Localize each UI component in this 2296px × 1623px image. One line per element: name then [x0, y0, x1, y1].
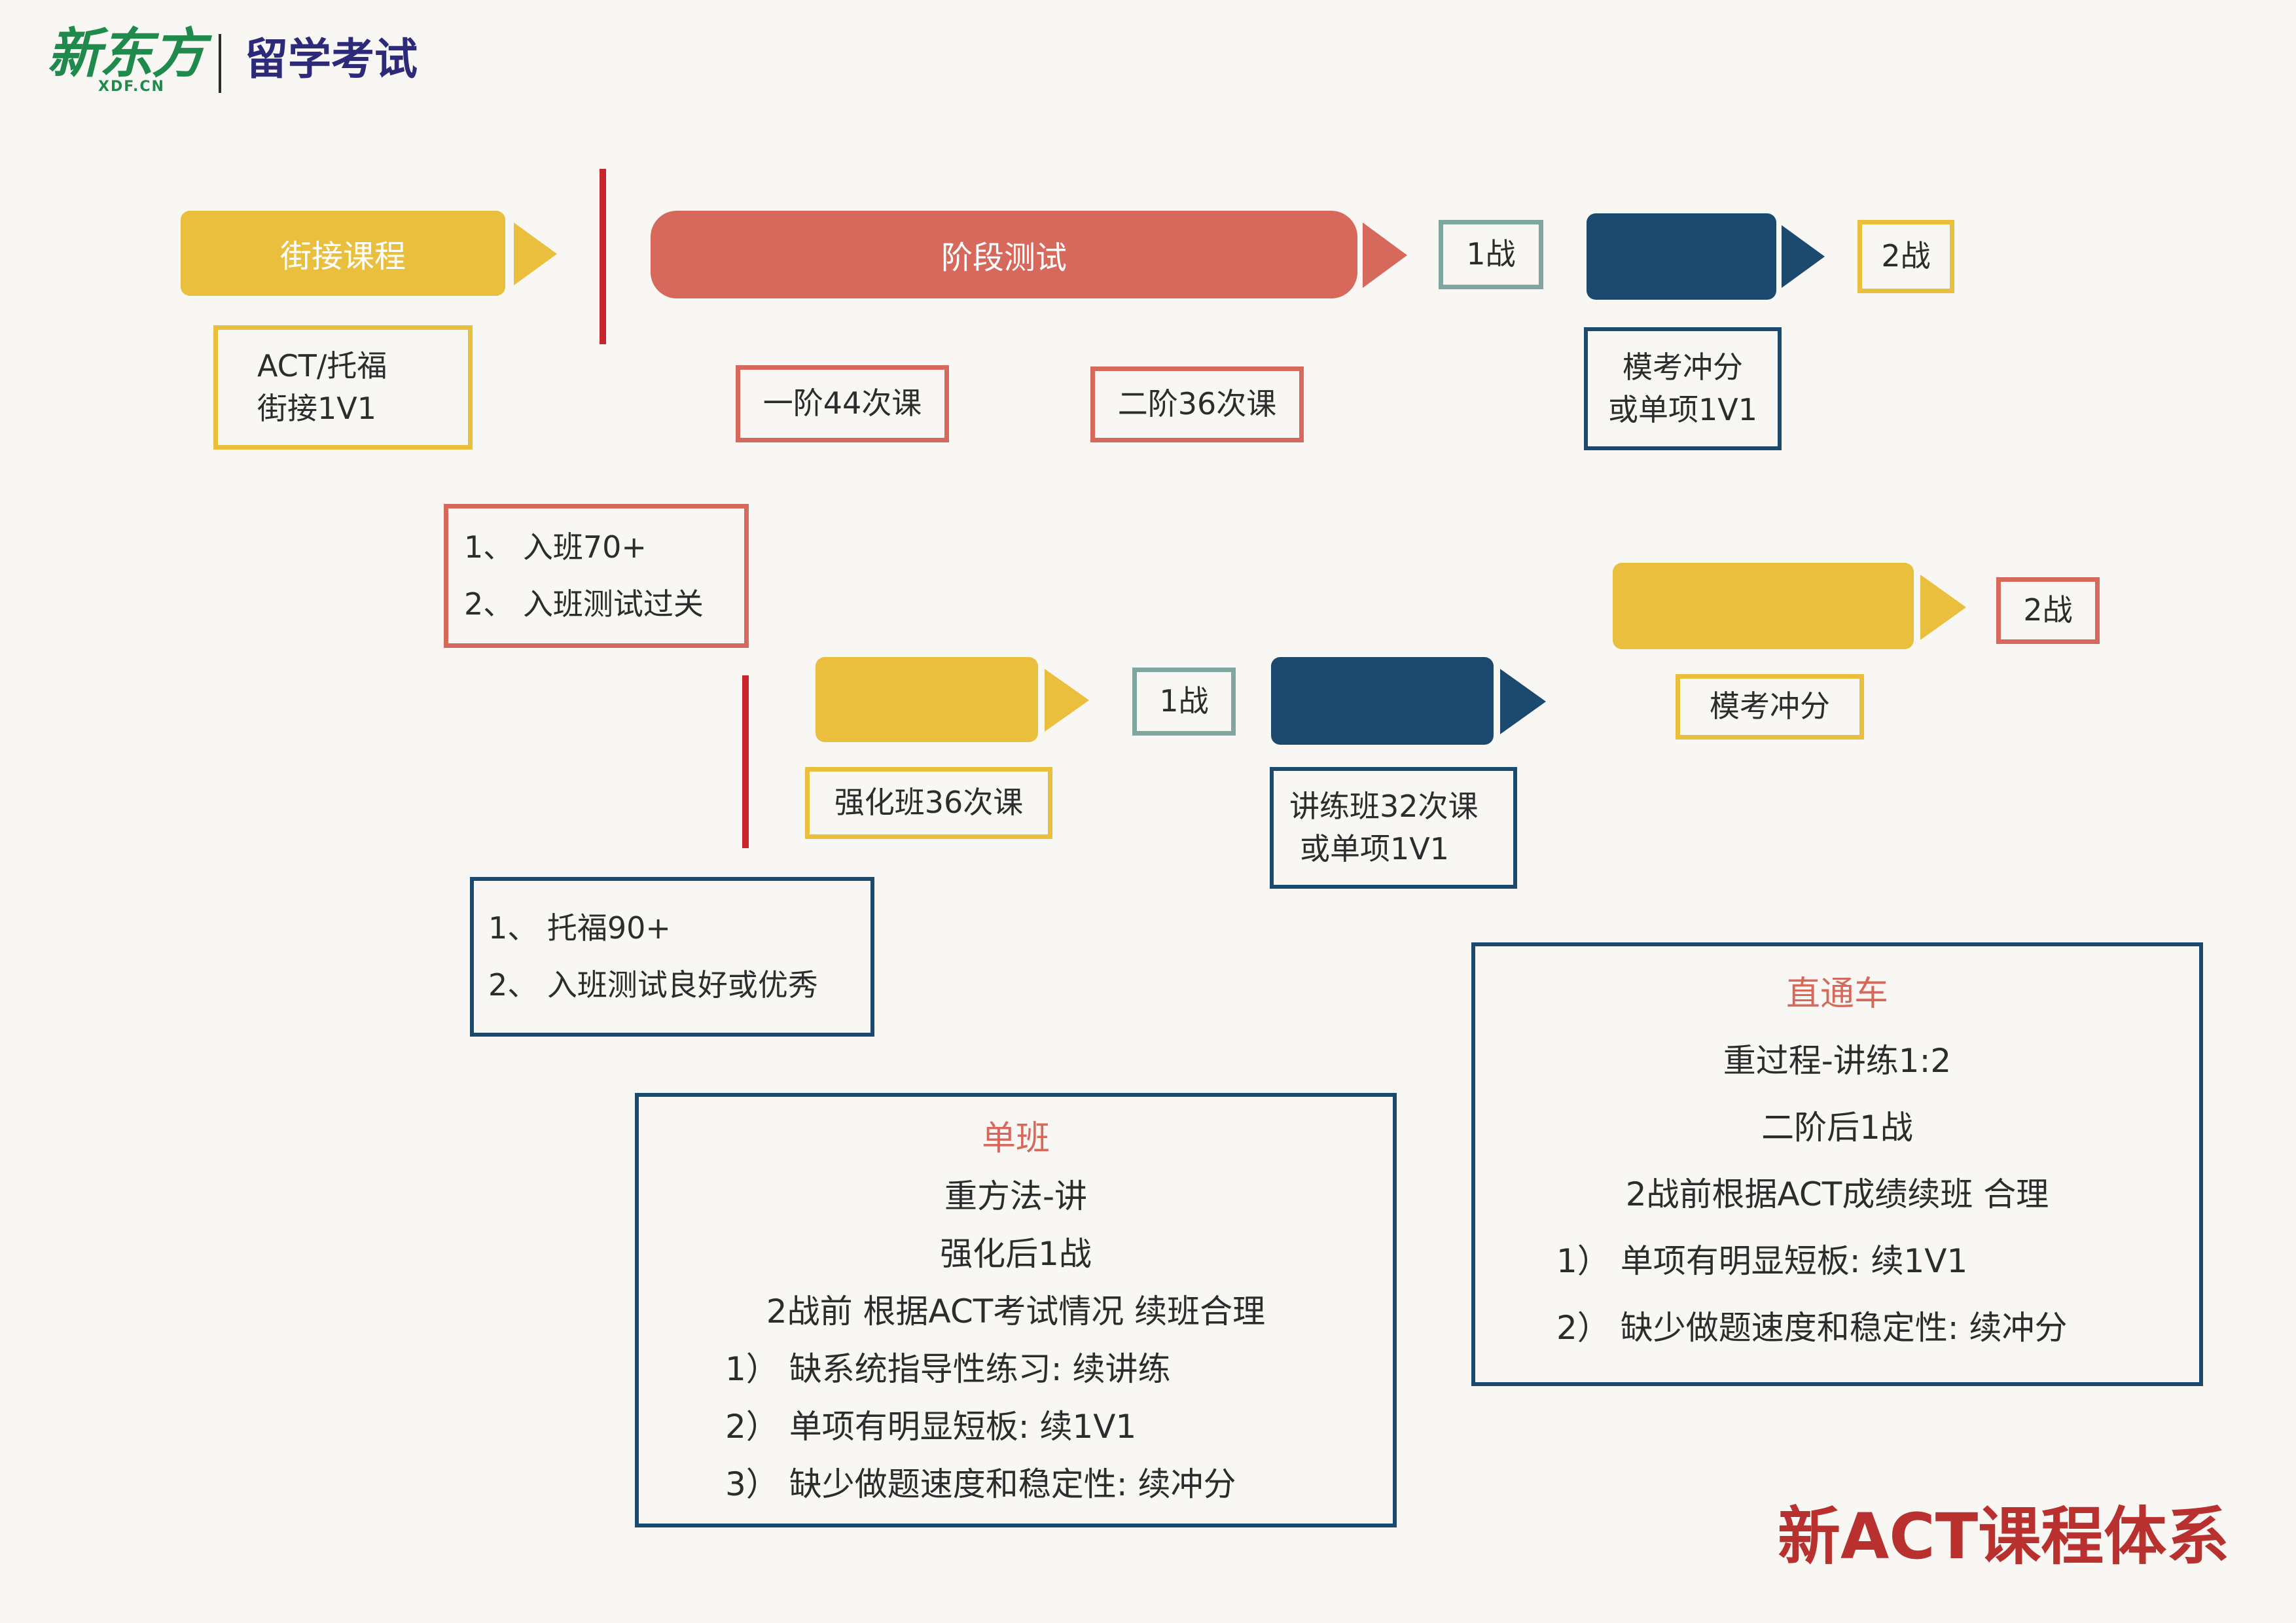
- single-class-line-3: 2战前 根据ACT考试情况 续班合理: [766, 1293, 1266, 1330]
- stage-test-label: 阶段测试: [941, 240, 1067, 276]
- bridge-course-arrowhead: [514, 223, 557, 285]
- entry-requirement-a-box: 1、 入班70+ 2、 入班测试过关: [444, 504, 749, 648]
- practice-lessons-line-1: 讲练班32次课: [1289, 788, 1479, 824]
- mock-mid-box: 模考冲分: [1676, 674, 1864, 740]
- mock-mid-label: 模考冲分: [1710, 688, 1830, 724]
- single-class-panel: 单班 重方法-讲 强化后1战 2战前 根据ACT考试情况 续班合理 1） 缺系统…: [635, 1093, 1397, 1527]
- single-class-item-2: 2） 单项有明显短板: 续1V1: [725, 1408, 1137, 1446]
- mock-top-arrow: [1587, 213, 1776, 300]
- bridge-course-label: 街接课程: [279, 238, 406, 275]
- bridge-1v1-box: ACT/托福 街接1V1: [213, 325, 473, 450]
- exam2-mid-label: 2战: [2023, 592, 2073, 628]
- exam2-top-label: 2战: [1881, 238, 1931, 274]
- exam1-top-label: 1战: [1466, 236, 1516, 272]
- stage2-lessons-label: 二阶36次课: [1117, 386, 1277, 422]
- practice-arrow: [1271, 657, 1494, 745]
- single-class-item-3: 3） 缺少做题速度和稳定性: 续冲分: [725, 1465, 1236, 1503]
- single-class-title: 单班: [981, 1119, 1050, 1158]
- intensive-lessons-label: 强化班36次课: [834, 785, 1024, 821]
- single-class-line-1: 重方法-讲: [944, 1177, 1088, 1215]
- intensive-arrow: [816, 657, 1038, 742]
- entry-requirement-a-line-2: 2、 入班测试过关: [464, 586, 704, 622]
- practice-lessons-line-2: 或单项1V1: [1300, 831, 1450, 866]
- intensive-lessons-box: 强化班36次课: [805, 767, 1052, 839]
- express-line-3: 2战前根据ACT成绩续班 合理: [1625, 1175, 2049, 1213]
- single-class-item-1: 1） 缺系统指导性练习: 续讲练: [725, 1350, 1171, 1388]
- bridge-course-arrow: 街接课程: [181, 211, 505, 296]
- single-class-line-2: 强化后1战: [940, 1235, 1092, 1273]
- entry-requirement-b-line-2: 2、 入班测试良好或优秀: [488, 967, 818, 1003]
- exam1-top-box: 1战: [1439, 220, 1543, 289]
- exam1-mid-label: 1战: [1159, 683, 1209, 719]
- mock-mid-arrow: [1613, 563, 1914, 649]
- entry-requirement-b-box: 1、 托福90+ 2、 入班测试良好或优秀: [470, 877, 874, 1037]
- express-line-1: 重过程-讲练1:2: [1723, 1042, 1952, 1080]
- intensive-arrowhead: [1045, 669, 1089, 732]
- practice-lessons-box: 讲练班32次课 或单项1V1: [1270, 767, 1517, 889]
- xdf-logo: 新东方: [47, 23, 206, 85]
- express-panel: 直通车 重过程-讲练1:2 二阶后1战 2战前根据ACT成绩续班 合理 1） 单…: [1471, 942, 2203, 1386]
- exam2-top-box: 2战: [1857, 220, 1954, 293]
- stage1-lessons-label: 一阶44次课: [762, 385, 922, 421]
- mock-mid-arrowhead: [1920, 575, 1966, 640]
- entry-requirement-b-line-1: 1、 托福90+: [488, 910, 671, 946]
- bridge-1v1-line-2: 街接1V1: [257, 391, 377, 426]
- express-item-1: 1） 单项有明显短板: 续1V1: [1556, 1242, 1968, 1280]
- mock-top-line-1: 模考冲分: [1623, 349, 1743, 385]
- express-title: 直通车: [1785, 974, 1888, 1014]
- mock-top-box: 模考冲分 或单项1V1: [1584, 327, 1782, 450]
- stage2-lessons-box: 二阶36次课: [1090, 366, 1304, 442]
- practice-arrowhead: [1500, 669, 1546, 734]
- course-system-title: 新ACT课程体系: [1778, 1500, 2230, 1573]
- entry-requirement-a-line-1: 1、 入班70+: [464, 529, 647, 565]
- xdf-logo-domain: XDF.CN: [98, 79, 165, 95]
- stage1-lessons-box: 一阶44次课: [736, 365, 949, 442]
- exam1-mid-box: 1战: [1132, 668, 1236, 736]
- stage-test-arrowhead: [1363, 223, 1407, 288]
- header-divider: [219, 34, 221, 93]
- header-section-title: 留学考试: [245, 34, 418, 84]
- divider-line-middle: [742, 675, 749, 848]
- express-line-2: 二阶后1战: [1761, 1109, 1913, 1147]
- exam2-mid-box: 2战: [1996, 577, 2100, 644]
- divider-line-top: [600, 169, 606, 344]
- bridge-1v1-line-1: ACT/托福: [257, 348, 387, 383]
- mock-top-arrowhead: [1782, 225, 1825, 288]
- express-item-2: 2） 缺少做题速度和稳定性: 续冲分: [1556, 1309, 2068, 1347]
- stage-test-arrow: 阶段测试: [651, 211, 1357, 298]
- mock-top-line-2: 或单项1V1: [1607, 392, 1757, 427]
